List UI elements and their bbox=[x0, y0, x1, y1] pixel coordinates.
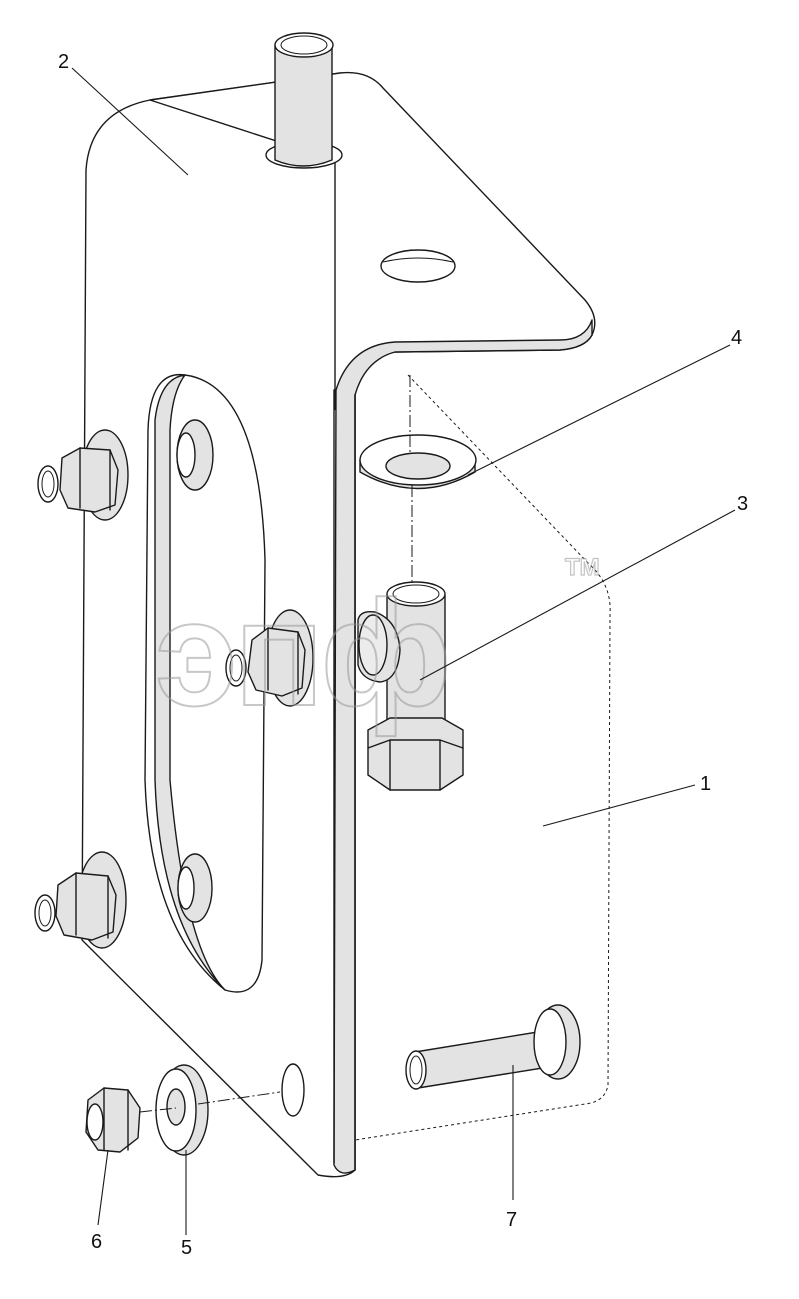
callout-6: 6 bbox=[91, 1231, 102, 1253]
bolt-upper-left bbox=[37, 419, 214, 521]
part-5-washer bbox=[155, 1064, 209, 1156]
callout-labels: 1 2 3 4 5 6 7 bbox=[58, 51, 748, 1259]
watermark: эпф TM bbox=[154, 553, 600, 738]
callout-2: 2 bbox=[58, 51, 69, 73]
part-6-nut bbox=[85, 1087, 141, 1153]
part-1-plate-outline bbox=[354, 374, 611, 1141]
watermark-trademark: TM bbox=[565, 554, 600, 581]
callout-3: 3 bbox=[737, 493, 748, 515]
bolt-lower-left bbox=[34, 851, 213, 949]
leader-1 bbox=[542, 784, 696, 827]
top-tube bbox=[265, 32, 343, 169]
part-7-pin bbox=[405, 1004, 581, 1090]
leader-3 bbox=[419, 509, 736, 681]
leader-2 bbox=[71, 67, 189, 176]
part-2-bracket bbox=[81, 71, 596, 1178]
callout-7: 7 bbox=[506, 1209, 517, 1231]
top-mounting-hole bbox=[380, 249, 456, 283]
leader-lines bbox=[71, 67, 736, 1235]
watermark-text: эпф bbox=[155, 569, 448, 737]
callout-4: 4 bbox=[731, 327, 742, 349]
bracket-fold bbox=[333, 319, 593, 1174]
callout-1: 1 bbox=[700, 773, 711, 795]
part-4-washer bbox=[359, 434, 477, 490]
lower-hole bbox=[281, 1063, 305, 1117]
bolt-middle-left bbox=[225, 609, 314, 707]
leader-4 bbox=[467, 344, 731, 476]
leader-6 bbox=[97, 1149, 109, 1226]
part-3-bolt bbox=[367, 581, 464, 791]
callout-5: 5 bbox=[181, 1237, 192, 1259]
side-nut-mid bbox=[357, 610, 401, 683]
